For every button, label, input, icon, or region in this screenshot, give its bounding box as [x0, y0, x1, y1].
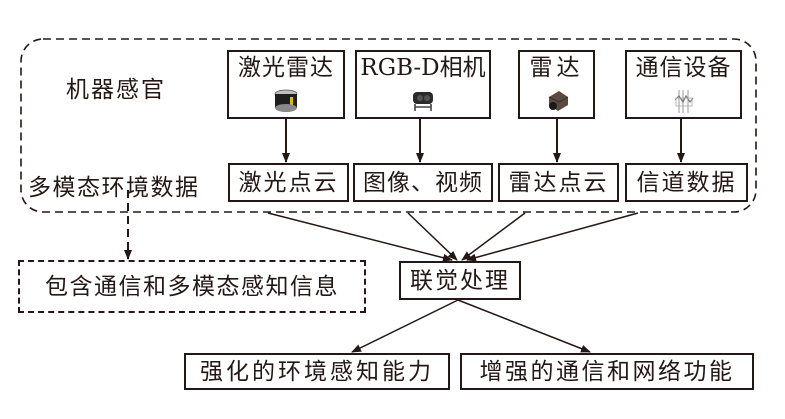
multimodal-data-label: 多模态环境数据: [28, 175, 200, 201]
data-laser-pointcloud: 激光点云: [228, 163, 349, 202]
device-communication: 通信设备: [625, 50, 742, 119]
synesthesia-processing-box: 联觉处理: [399, 261, 521, 300]
data-label: 雷达点云: [508, 169, 609, 196]
data-radar-pointcloud: 雷达点云: [498, 163, 619, 202]
antenna-icon: [674, 90, 693, 113]
multimodal-group-container: [20, 38, 757, 213]
lidar-icon: [274, 89, 298, 112]
arrow-group-to-processing-4: [466, 212, 639, 262]
radar-icon: [548, 91, 568, 111]
result-label: 增强的通信和网络功能: [479, 358, 735, 385]
result-enhanced-communication: 增强的通信和网络功能: [460, 353, 754, 390]
arrow-group-to-processing-2: [407, 212, 458, 261]
result-label: 强化的环境感知能力: [200, 358, 434, 385]
device-radar: 雷达: [518, 50, 595, 119]
data-label: 激光点云: [238, 169, 339, 196]
arrow-processing-to-perception: [351, 299, 459, 353]
rgbd-camera-icon: [413, 92, 433, 111]
data-image-video: 图像、视频: [353, 163, 493, 202]
robot-senses-label: 机器感官: [66, 77, 166, 103]
info-box-communication-sensing: 包含通信和多模态感知信息: [18, 260, 366, 313]
data-channel: 信道数据: [625, 163, 748, 202]
processing-label: 联觉处理: [410, 267, 510, 294]
data-label: 图像、视频: [363, 169, 483, 196]
device-rgbd-camera: RGB-D相机: [355, 50, 491, 119]
info-label: 包含通信和多模态感知信息: [45, 273, 339, 300]
device-label: 雷达: [529, 55, 584, 81]
arrow-group-to-processing-3: [461, 212, 526, 261]
data-label: 信道数据: [636, 169, 737, 196]
result-enhanced-perception: 强化的环境感知能力: [184, 353, 450, 390]
device-lidar: 激光雷达: [227, 50, 345, 119]
arrow-group-to-processing-1: [267, 212, 453, 262]
device-label: 激光雷达: [238, 55, 334, 81]
arrow-processing-to-communication: [457, 299, 591, 353]
device-label: 通信设备: [635, 55, 732, 81]
device-label: RGB-D相机: [360, 55, 486, 81]
